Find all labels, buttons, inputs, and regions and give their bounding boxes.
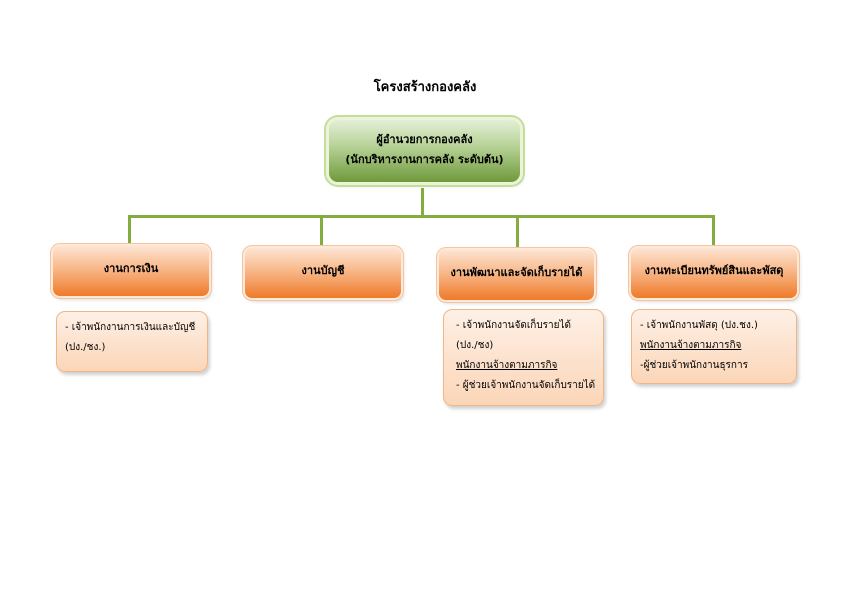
chart-title: โครงสร้างกองคลัง: [373, 80, 477, 95]
dept-node-assets: งานทะเบียนทรัพย์สินและพัสดุ: [631, 248, 797, 298]
dept-label-revenue: งานพัฒนาและจัดเก็บรายได้: [450, 266, 583, 279]
dept-label-assets: งานทะเบียนทรัพย์สินและพัสดุ: [644, 264, 784, 277]
staff-line: (ปง./ชง.): [65, 342, 106, 353]
staff-box-finance: - เจ้าพนักงานการเงินและบัญชี (ปง./ชง.): [56, 311, 208, 372]
root-title: ผู้อำนวยการกองคลัง: [376, 133, 473, 146]
staff-line: - ผู้ช่วยเจ้าพนักงานจัดเก็บรายได้: [456, 380, 596, 391]
staff-line: - เจ้าพนักงานการเงินและบัญชี: [65, 322, 196, 333]
dept-label-accounting: งานบัญชี: [301, 264, 345, 277]
connector-drop-accounting: [320, 215, 323, 246]
staff-line: -ผู้ช่วยเจ้าพนักงานธุรการ: [640, 360, 748, 371]
dept-node-revenue: งานพัฒนาและจัดเก็บรายได้: [439, 250, 594, 300]
root-subtitle: (นักบริหารงานการคลัง ระดับต้น): [345, 153, 504, 166]
staff-line: - เจ้าพนักงานพัสดุ (ปง.ชง.): [640, 320, 758, 331]
staff-box-revenue: - เจ้าพนักงานจัดเก็บรายได้ (ปง./ชง) พนัก…: [443, 309, 604, 406]
connector-root-down: [421, 188, 424, 218]
connector-drop-assets: [712, 215, 715, 247]
connector-drop-finance: [128, 215, 131, 246]
dept-label-finance: งานการเงิน: [103, 262, 159, 275]
staff-line: - เจ้าพนักงานจัดเก็บรายได้: [456, 320, 572, 331]
dept-node-accounting: งานบัญชี: [245, 248, 401, 298]
staff-heading-contract: พนักงานจ้างตามภารกิจ: [456, 360, 558, 371]
root-node-director: ผู้อำนวยการกองคลัง (นักบริหารงานการคลัง …: [329, 120, 520, 182]
staff-line: (ปง./ชง): [456, 340, 494, 351]
dept-node-finance: งานการเงิน: [53, 246, 209, 296]
connector-drop-revenue: [516, 215, 519, 249]
staff-heading-contract: พนักงานจ้างตามภารกิจ: [640, 340, 742, 351]
staff-box-assets: - เจ้าพนักงานพัสดุ (ปง.ชง.) พนักงานจ้างต…: [631, 309, 797, 384]
connector-horizontal: [128, 215, 715, 218]
